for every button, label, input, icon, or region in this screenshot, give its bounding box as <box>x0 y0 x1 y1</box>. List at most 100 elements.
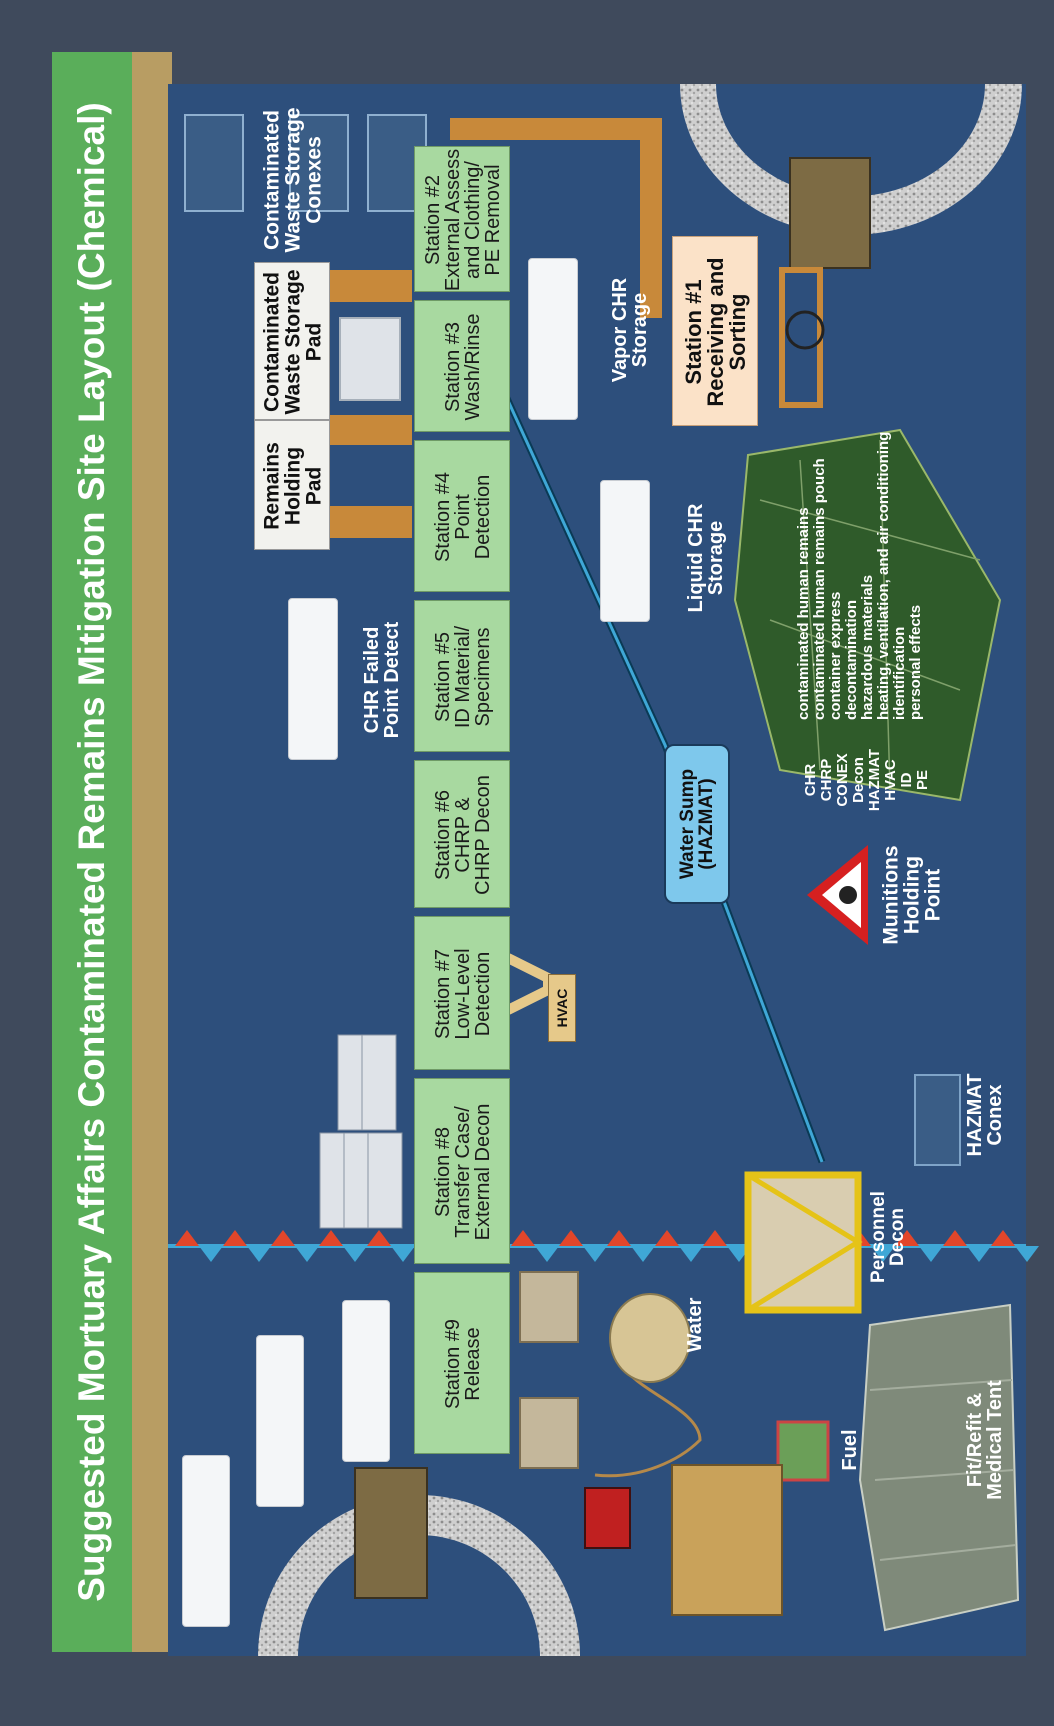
legend-meaning: decontamination <box>843 599 860 720</box>
legend-abbr: HVAC <box>882 759 899 801</box>
fence-tooth <box>895 1230 919 1246</box>
turnaround-gravel-left <box>258 1495 580 1656</box>
legend-abbr: ID <box>898 772 915 788</box>
legend-meaning: container express <box>827 591 844 720</box>
fence-tooth <box>679 1246 703 1262</box>
fuel-pod <box>776 1420 830 1482</box>
title-banner <box>52 52 132 1652</box>
hvac-duct <box>505 953 553 1015</box>
fence-tooth <box>1015 1246 1039 1262</box>
fit-refit-label: Fit/Refit &Medical Tent <box>964 1380 1006 1500</box>
fence-tooth <box>175 1230 199 1246</box>
legend-meaning: hazardous materials <box>859 574 876 720</box>
fence-tooth <box>271 1230 295 1246</box>
trailer-generator <box>671 1464 783 1616</box>
barrier-top <box>450 118 660 140</box>
generator-2 <box>519 1397 579 1469</box>
fence-tooth <box>631 1246 655 1262</box>
storage-racks <box>319 1034 403 1229</box>
legend-meaning: heating, ventilation, and air conditioni… <box>875 431 892 720</box>
personnel-decon-tent <box>744 1171 863 1314</box>
fence-tooth <box>391 1246 415 1262</box>
fence-tooth <box>991 1230 1015 1246</box>
legend-abbr: PE <box>914 769 931 791</box>
legend-abbr: CONEX <box>834 753 851 807</box>
truck-right <box>789 157 871 269</box>
fence-tooth <box>367 1230 391 1246</box>
waste-pad-bladder <box>339 317 401 401</box>
legend-meaning: personal effects <box>907 604 924 720</box>
fence-tooth <box>583 1246 607 1262</box>
generator-1 <box>519 1271 579 1343</box>
waste-conexes <box>184 114 427 212</box>
trailer-vapor-chr <box>528 258 578 420</box>
water-tank <box>609 1293 691 1383</box>
legend-abbr: HAZMAT <box>866 748 883 812</box>
fence-tooth <box>343 1246 367 1262</box>
legend-meaning: contaminated human remains <box>795 507 812 720</box>
fence-tooth <box>535 1246 559 1262</box>
legend-abbr: Decon <box>850 757 867 803</box>
fence-tooth <box>967 1246 991 1262</box>
fence-tooth <box>319 1230 343 1246</box>
hvac-box: HVAC <box>548 974 576 1042</box>
water-sump-label: Water Sump(HAZMAT) <box>677 768 717 880</box>
fence-tooth <box>703 1230 727 1246</box>
legend-meaning: identification <box>891 626 908 720</box>
hazmat-conex-container <box>914 1074 961 1166</box>
fence-tooth <box>199 1246 223 1262</box>
fence-tooth <box>295 1246 319 1262</box>
liquid-storage-tent <box>733 428 1002 802</box>
turnaround-gravel-right <box>680 84 1022 235</box>
legend-meaning: contaminated human remains pouch <box>811 458 828 720</box>
trailer-liquid-chr <box>600 480 650 622</box>
barrier-pad-2 <box>330 415 412 445</box>
fence-tooth <box>559 1230 583 1246</box>
trailer-release-1 <box>182 1455 230 1627</box>
water-sump-box: Water Sump(HAZMAT) <box>664 744 730 904</box>
trailer-release-3 <box>342 1300 390 1462</box>
water-label: Water <box>684 1297 706 1353</box>
fence-tooth <box>223 1230 247 1246</box>
legend-abbr: CHR <box>802 763 819 797</box>
trailer-release-2 <box>256 1335 304 1507</box>
pressure-washer <box>584 1487 631 1549</box>
fence-tooth <box>871 1246 895 1262</box>
title-banner-fold <box>132 52 172 1652</box>
legend-abbr: CHRP <box>818 758 835 802</box>
fence-tooth <box>607 1230 631 1246</box>
fuel-label: Fuel <box>839 1429 861 1471</box>
fence-tooth <box>655 1230 679 1246</box>
